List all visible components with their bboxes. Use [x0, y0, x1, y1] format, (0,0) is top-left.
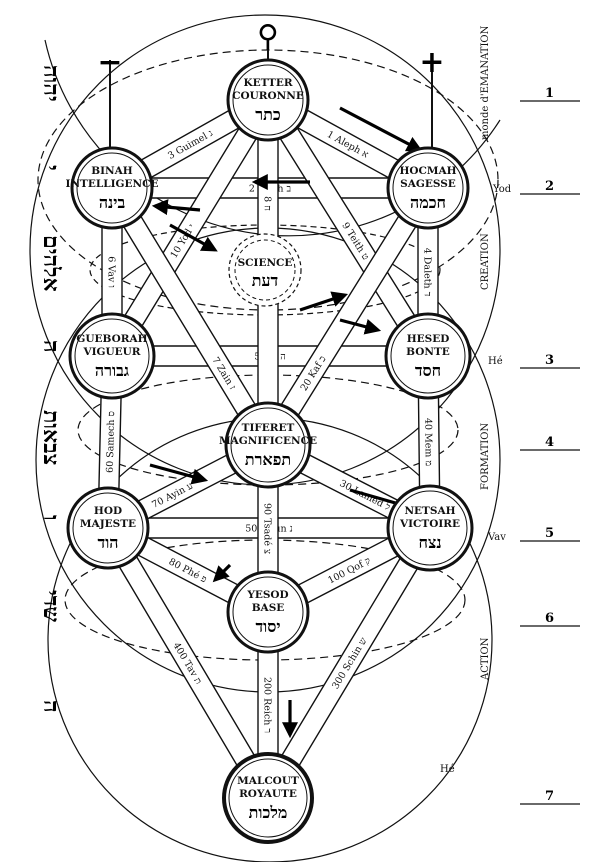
path-label-daleth: 4 Daleth ד: [422, 248, 433, 297]
plus-symbol: +: [419, 45, 444, 80]
left-hebrew-names: יהוה י אלהים ה צבאות ו שדי ה: [38, 65, 64, 713]
letter-he-upper: Hé: [488, 356, 503, 367]
sephirah-hebrew: נצח: [418, 533, 441, 552]
sephirah-name: HESED: [407, 333, 450, 345]
arrow-icon: [212, 563, 232, 583]
left-hebrew-1: יהוה: [38, 65, 64, 102]
sephirah-subtitle: BASE: [252, 602, 285, 614]
arrow-icon: [299, 291, 349, 312]
number-4: 4: [545, 435, 554, 450]
sephirah-hebrew: יסוד: [255, 617, 280, 636]
number-6: 6: [545, 611, 554, 626]
left-hebrew-5: צבאות: [38, 410, 64, 465]
number-3: 3: [545, 353, 554, 368]
left-hebrew-4: ה: [38, 340, 64, 353]
world-label-creation: CREATION: [480, 233, 491, 290]
sephirah-name: NETSAH: [404, 505, 455, 517]
sephirah-hebrew: כתר: [255, 105, 280, 124]
sephirah-subtitle: SAGESSE: [400, 178, 456, 190]
world-label-emanation: monde d'EMANATION: [480, 25, 491, 140]
sephirah-subtitle: VICTOIRE: [399, 518, 460, 530]
top-symbol-icon: ⚲: [257, 19, 279, 54]
sephirah-name: MALCOUT: [237, 775, 299, 787]
sephirah-name: HOD: [94, 505, 122, 517]
right-numbers: 1 2 3 4 5 6 7: [520, 86, 580, 805]
sephirah-hebrew: בינה: [99, 193, 126, 212]
sephirah-name: BINAH: [91, 165, 133, 177]
sephirah-name: SCIENCE: [238, 257, 293, 269]
left-hebrew-3: אלהים: [38, 235, 64, 292]
sephirah-hebrew: גבורה: [95, 361, 129, 380]
sephirah-hebrew: חכמה: [410, 193, 446, 212]
minus-symbol: −: [97, 45, 122, 80]
sephirah-subtitle: BONTE: [406, 346, 450, 358]
sephirah-subtitle: VIGUEUR: [82, 346, 140, 358]
sephirah-hebrew: דעת: [252, 271, 279, 290]
path-label-samech: 60 Samech ס: [105, 411, 117, 473]
sephirah-name: GUEBORAH: [76, 333, 147, 345]
sephirah-subtitle: MAGNIFICENCE: [219, 435, 317, 447]
path-label-tsade: 90 Tsadé צ: [262, 503, 273, 554]
sephirah-name: HOCMAH: [399, 165, 456, 177]
letter-vav: Vav: [487, 532, 506, 543]
arrow-icon: [169, 223, 218, 252]
letter-yod: Yod: [492, 184, 512, 195]
sephirah-subtitle: ROYAUTE: [239, 788, 297, 800]
number-1: 1: [545, 86, 554, 101]
dashed-ellipse-middle: [77, 374, 459, 486]
sephirah-subtitle: INTELLIGENCE: [66, 178, 159, 190]
path-label-vav: 6 Vav ו: [106, 256, 117, 288]
pillar-lines: [109, 38, 433, 150]
sephirah-hebrew: מלכות: [249, 803, 288, 822]
arrow-icon: [149, 463, 209, 485]
left-hebrew-6: ו: [38, 515, 64, 521]
sephirah-name: YESOD: [246, 589, 288, 601]
sephirah-hebrew: הוד: [98, 533, 119, 552]
number-5: 5: [545, 526, 554, 541]
letter-he-lower: Hé: [440, 764, 455, 775]
left-hebrew-8: ה: [38, 700, 64, 713]
world-label-formation: FORMATION: [480, 423, 491, 490]
sephirah-name: KETTER: [243, 77, 292, 89]
sephirah-subtitle: MAJESTE: [80, 518, 136, 530]
arrow-icon: [151, 199, 201, 216]
arrow-icon: [339, 318, 382, 335]
path-label-mem: 40 Mem מ: [422, 418, 434, 467]
number-2: 2: [545, 179, 554, 194]
sephirah-hebrew: תפארת: [245, 450, 291, 469]
arrow-icon: [339, 106, 423, 152]
number-7: 7: [545, 789, 554, 804]
left-hebrew-2: י: [38, 165, 64, 171]
sephirah-science: SCIENCE דעת: [228, 233, 302, 307]
path-label-reich: 200 Reich ר: [262, 677, 273, 733]
left-hebrew-7: שדי: [38, 590, 64, 622]
world-label-action: ACTION: [480, 637, 491, 681]
path-label-heth: 8 ח: [262, 196, 273, 211]
sephirah-name: TIFERET: [242, 422, 295, 434]
sephirah-hebrew: חסד: [415, 361, 441, 380]
sephirah-subtitle: COURONNE: [232, 90, 304, 102]
